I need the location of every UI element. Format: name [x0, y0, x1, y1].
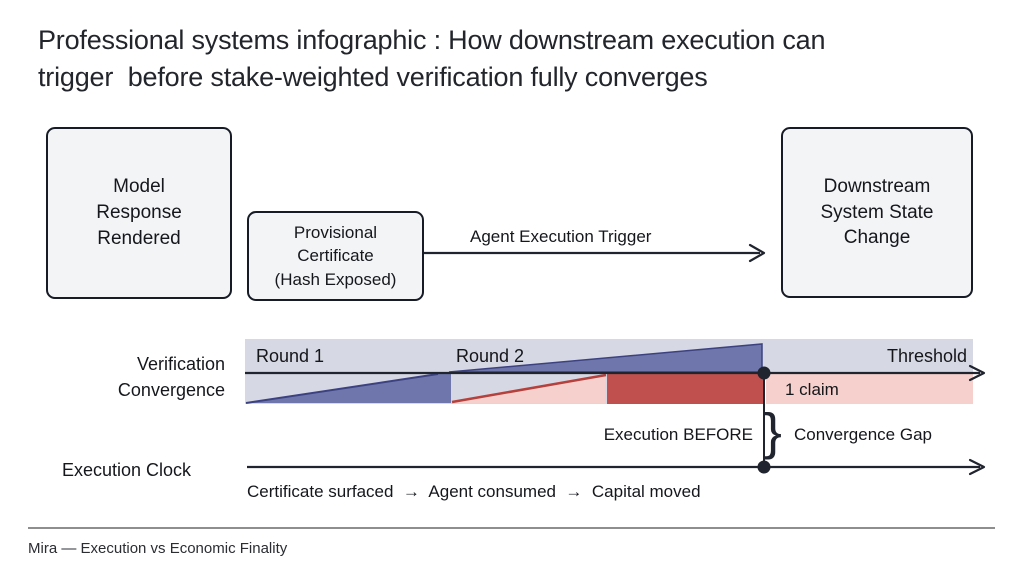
convergence-gap-label: Convergence Gap: [794, 425, 932, 444]
brace-icon: }: [764, 403, 782, 460]
clock-arrowhead-icon: [968, 458, 986, 476]
threshold-arrowhead-icon: [968, 364, 986, 382]
provisional-certificate-box: Provisional Certificate (Hash Exposed): [247, 211, 424, 301]
clock-caption: Certificate surfaced → Agent consumed → …: [247, 482, 701, 501]
footer-caption: Mira — Execution vs Economic Finality: [28, 540, 288, 557]
trigger-arrow-label: Agent Execution Trigger: [470, 227, 652, 246]
round2-label: Round 2: [456, 346, 525, 366]
claim-label: 1 claim: [785, 380, 839, 399]
convergence-dot-icon: [757, 366, 771, 380]
footer-rule: [28, 527, 995, 529]
round1-wedge-edge: [245, 373, 439, 404]
page-title: Professional systems infographic : How d…: [38, 22, 968, 96]
verification-axis-label: Verification Convergence: [117, 354, 225, 400]
page-title-line-1: Professional systems infographic : How d…: [38, 25, 826, 55]
execution-clock-label: Execution Clock: [62, 460, 192, 480]
round1-label: Round 1: [256, 346, 325, 366]
model-response-box: Model Response Rendered: [46, 127, 232, 299]
execution-dot-icon: [757, 460, 771, 474]
red-claim-diagonal: [451, 373, 607, 404]
page-title-line-2: trigger before stake-weighted verificati…: [38, 62, 708, 92]
execution-before-label: Execution BEFORE: [603, 425, 753, 444]
downstream-state-box: Downstream System State Change: [781, 127, 973, 298]
red-claim-block: [607, 374, 764, 404]
claim-pink-band: [766, 374, 973, 404]
trigger-arrowhead-icon: [748, 243, 766, 263]
threshold-label: Threshold: [886, 346, 967, 366]
